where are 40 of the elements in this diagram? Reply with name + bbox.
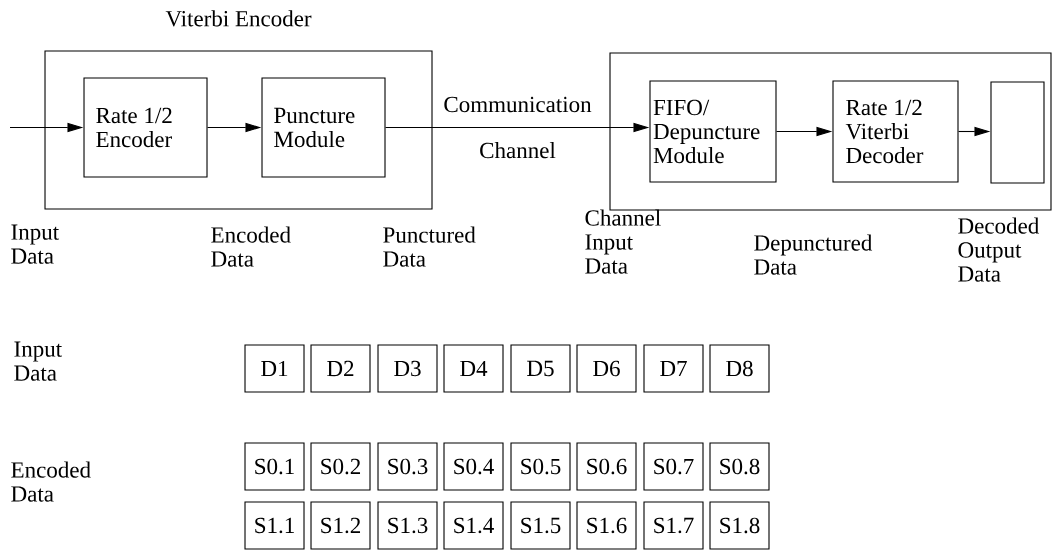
data-label: Decoded Output Data — [958, 217, 1039, 282]
edge-label: Communication Channel — [444, 96, 592, 159]
data-label: Encoded Data — [211, 226, 291, 267]
module-box — [609, 52, 1052, 211]
data-label: Depunctured Data — [754, 234, 873, 275]
data-cell: D6 — [576, 344, 637, 393]
data-cell: S0.1 — [244, 442, 305, 491]
data-cell: D7 — [643, 344, 704, 393]
data-cell: D5 — [510, 344, 571, 393]
process-box: Rate 1/2 Viterbi Decoder — [832, 80, 959, 183]
data-cell: S0.7 — [643, 442, 704, 491]
data-cell: S1.1 — [244, 501, 305, 550]
data-cell: D2 — [310, 344, 371, 393]
data-label: Punctured Data — [383, 226, 476, 267]
data-cell: S1.5 — [510, 501, 571, 550]
data-cell: S1.2 — [310, 501, 371, 550]
data-cell: D1 — [244, 344, 305, 393]
data-cell: S0.6 — [576, 442, 637, 491]
data-cell: S0.3 — [377, 442, 438, 491]
data-cell: D8 — [709, 344, 770, 393]
data-cell: S0.5 — [510, 442, 571, 491]
data-cell: S1.6 — [576, 501, 637, 550]
data-cell: S0.4 — [443, 442, 504, 491]
data-cell: S1.4 — [443, 501, 504, 550]
process-box: FIFO/ Depuncture Module — [649, 80, 777, 183]
data-cell: S0.8 — [709, 442, 770, 491]
process-box: Puncture Module — [261, 77, 386, 178]
data-label: Encoded Data — [11, 461, 91, 502]
data-label: Input Data — [11, 224, 59, 264]
data-label: Input Data — [14, 341, 62, 381]
process-box: Rate 1/2 Encoder — [83, 77, 208, 178]
node-label: Viterbi Encoder — [165, 10, 312, 27]
data-cell: S1.7 — [643, 501, 704, 550]
data-cell: D3 — [377, 344, 438, 393]
data-cell: D4 — [443, 344, 504, 393]
empty-box — [990, 81, 1045, 184]
data-label: Channel Input Data — [585, 209, 661, 274]
data-cell: S1.3 — [377, 501, 438, 550]
data-cell: S0.2 — [310, 442, 371, 491]
data-cell: S1.8 — [709, 501, 770, 550]
